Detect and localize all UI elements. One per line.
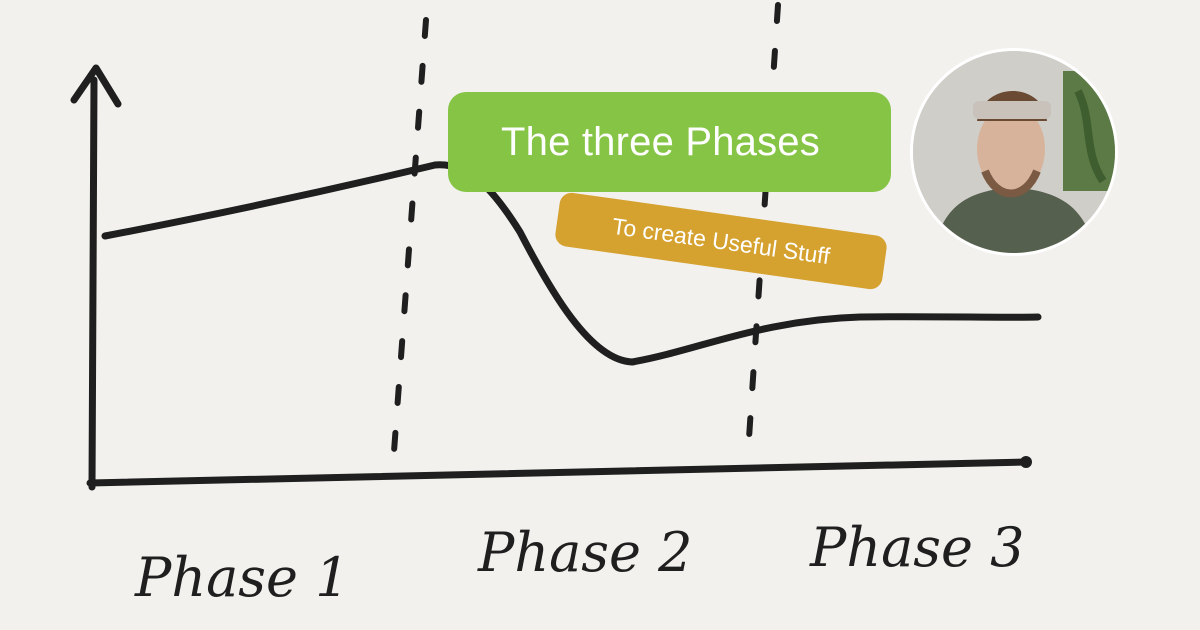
x-axis <box>86 458 1030 487</box>
title-banner: The three Phases <box>448 92 891 192</box>
phase-2-label: Phase 2 <box>477 521 693 584</box>
avatar <box>910 48 1118 256</box>
phase-divider-1 <box>390 17 429 468</box>
phase-1-label: Phase 1 <box>134 546 350 609</box>
y-axis-arrowhead <box>70 64 122 108</box>
phase-3-label: Phase 3 <box>809 516 1025 579</box>
x-axis-end-dot <box>1020 456 1032 468</box>
title-text: The three Phases <box>501 119 820 164</box>
trend-curve <box>101 161 1042 366</box>
y-axis <box>88 76 98 491</box>
person-photo-icon <box>913 51 1115 253</box>
